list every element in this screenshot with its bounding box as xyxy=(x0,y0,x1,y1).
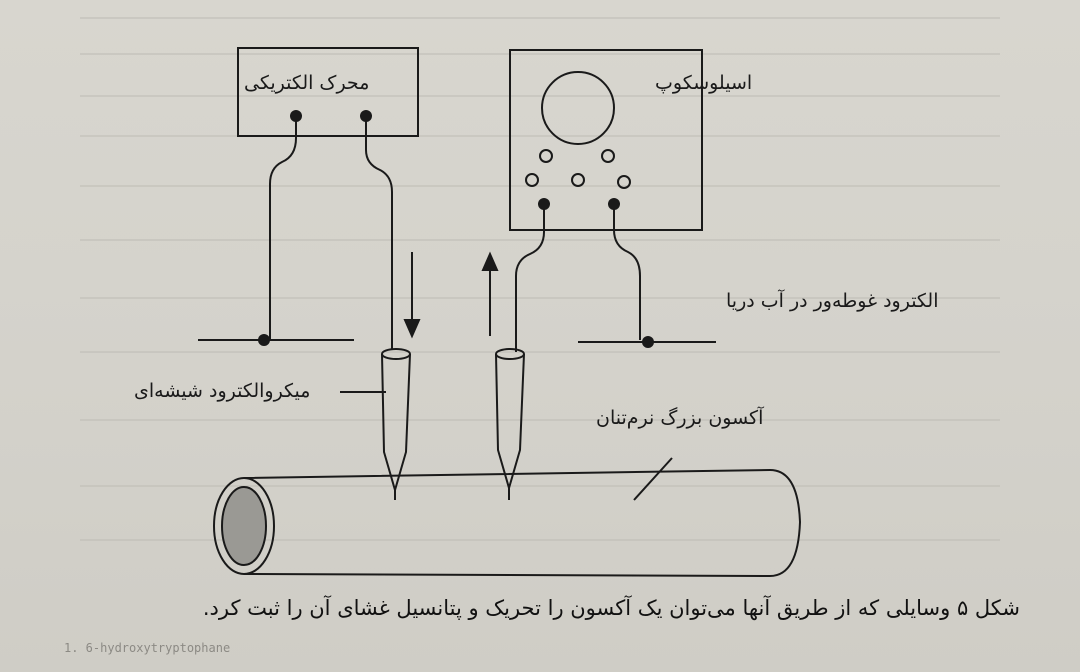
label-oscilloscope: اسیلوسکوپ xyxy=(655,72,753,94)
micro-top-left xyxy=(381,348,411,360)
oscilloscope-screen xyxy=(541,71,615,145)
axon-end-outer xyxy=(213,477,275,575)
junction-left xyxy=(258,334,270,346)
osc-wire-left xyxy=(515,204,545,352)
arrow-down-head xyxy=(403,319,421,339)
micro-body-right xyxy=(495,353,525,492)
micro-body-left xyxy=(381,353,411,494)
label-stimulator: محرک الکتریکی xyxy=(244,72,370,94)
label-axon: آکسون بزرگ نرم‌تنان xyxy=(596,407,764,429)
label-microelectrode: میکروالکترود شیشه‌ای xyxy=(134,380,311,402)
micro-top-right xyxy=(495,348,525,360)
stim-wire-right xyxy=(365,116,393,350)
osc-knob-5 xyxy=(617,175,631,189)
osc-terminal-1 xyxy=(538,198,550,210)
stim-terminal-2 xyxy=(360,110,372,122)
junction-right xyxy=(642,336,654,348)
osc-terminal-2 xyxy=(608,198,620,210)
axon-cylinder xyxy=(243,468,802,578)
oscilloscope-box xyxy=(509,49,703,231)
stim-terminal-1 xyxy=(290,110,302,122)
osc-knob-4 xyxy=(571,173,585,187)
arrow-up-head xyxy=(481,251,499,271)
osc-knob-1 xyxy=(539,149,553,163)
label-bath-electrode: الکترود غوطه‌ور در آب دریا xyxy=(726,290,939,312)
osc-knob-3 xyxy=(525,173,539,187)
bleed-through-footnote: 1. 6-hydroxytryptophane xyxy=(64,641,231,655)
osc-knob-2 xyxy=(601,149,615,163)
stimulator-box xyxy=(237,47,419,137)
figure-caption: شکل ۵ وسایلی که از طریق آنها می‌توان یک … xyxy=(202,596,1020,620)
osc-wire-right xyxy=(613,204,641,340)
leader-axon xyxy=(633,457,673,501)
stim-wire-left xyxy=(269,116,297,340)
axon-end-inner xyxy=(221,486,267,566)
